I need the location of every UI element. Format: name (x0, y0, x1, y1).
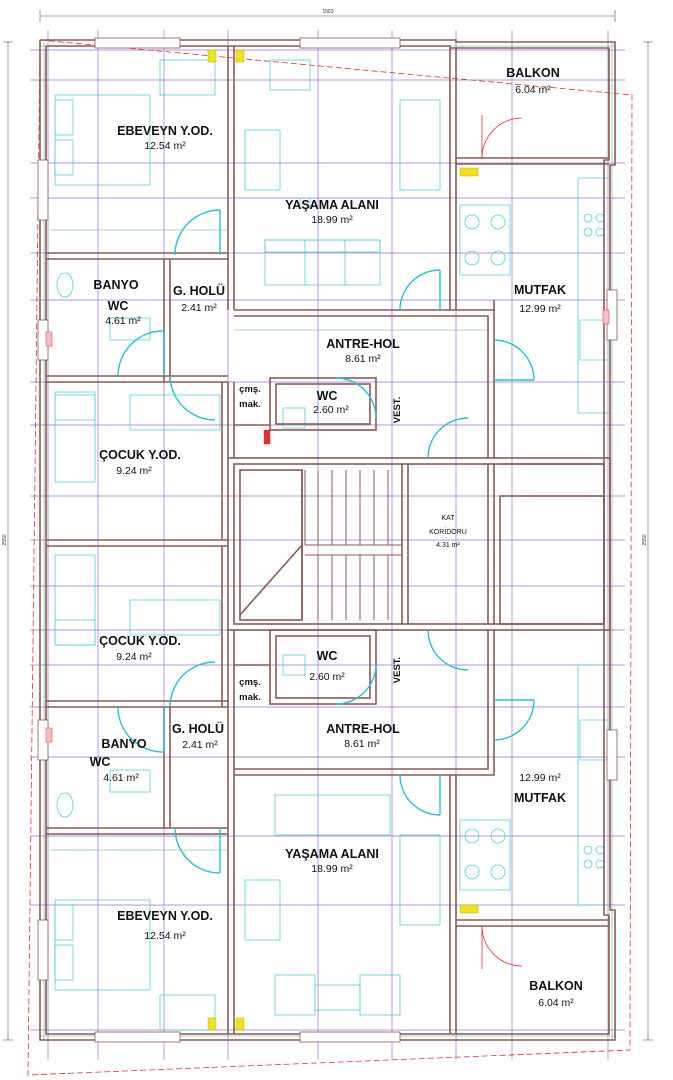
room-mutfak-top: MUTFAK 12.99 m² (514, 283, 566, 315)
balcony-doors (481, 115, 523, 969)
property-boundary (27, 39, 633, 1076)
room-ebeveyn-bottom: EBEVEYN Y.OD. 12.54 m² (117, 909, 213, 942)
room-area: 8.61 m² (344, 738, 380, 750)
room-banyo-bottom: BANYO WC 4.61 m² (90, 737, 147, 784)
room-area: 4.61 m² (103, 772, 139, 784)
top-overall-dimension: 1563 (322, 9, 333, 15)
windows (37, 37, 618, 1043)
room-name: MUTFAK (514, 283, 566, 297)
room-area: 12.99 m² (519, 303, 561, 315)
room-area: 12.54 m² (144, 140, 186, 152)
dimension-lines (40, 42, 615, 1040)
room-area: 6.04 m² (515, 84, 551, 96)
doors (117, 209, 535, 874)
room-line1: çmş. (239, 384, 261, 395)
room-area: 9.24 m² (116, 465, 152, 477)
outer-dimensions (3, 10, 653, 1041)
room-name: ANTRE-HOL (326, 722, 400, 736)
room-ebeveyn-top: EBEVEYN Y.OD. 12.54 m² (117, 124, 213, 152)
room-yasama-bottom: YAŞAMA ALANI 18.99 m² (285, 847, 379, 875)
room-name: ANTRE-HOL (326, 337, 400, 351)
room-mutfak-bottom: 12.99 m² MUTFAK (514, 772, 566, 805)
room-area: 18.99 m² (311, 214, 353, 226)
right-overall-dimension: 2550 (642, 534, 648, 545)
room-name: MUTFAK (514, 791, 566, 805)
left-overall-dimension: 2550 (2, 534, 8, 545)
room-area: 6.04 m² (538, 997, 574, 1009)
room-name: G. HOLÜ (173, 283, 225, 298)
room-name: BANYO (93, 278, 138, 292)
room-area: 9.24 m² (116, 651, 152, 663)
room-cms-bottom: çmş. mak. (239, 677, 261, 703)
room-area: 8.61 m² (345, 353, 381, 365)
room-wc-top: WC 2.60 m² (313, 389, 349, 416)
room-name: YAŞAMA ALANI (285, 847, 379, 861)
room-area: 12.99 m² (519, 772, 561, 784)
room-wc-bottom: WC 2.60 m² (309, 649, 345, 683)
room-vest-bottom: VEST. (392, 657, 403, 683)
room-area: 12.54 m² (144, 930, 186, 942)
window-markers (45, 49, 610, 1031)
room-line2: KORİDORU (429, 527, 467, 536)
room-antre-bottom: ANTRE-HOL 8.61 m² (326, 722, 400, 750)
room-vest-top: VEST. (392, 397, 403, 423)
room-balkon-top: BALKON 6.04 m² (506, 66, 559, 96)
furniture (54, 59, 611, 1031)
room-balkon-bottom: BALKON 6.04 m² (529, 979, 582, 1009)
room-cocuk1: ÇOCUK Y.OD. 9.24 m² (99, 448, 181, 477)
room-name: BANYO (101, 737, 146, 751)
room-name: BALKON (506, 66, 559, 80)
room-area: 2.41 m² (182, 739, 218, 751)
room-name: BALKON (529, 979, 582, 993)
room-line1: çmş. (239, 677, 261, 688)
room-antre-top: ANTRE-HOL 8.61 m² (326, 337, 400, 365)
room-line2: mak. (239, 399, 261, 410)
room-line2: mak. (239, 692, 261, 703)
room-name: WC (317, 649, 338, 663)
room-area: 2.41 m² (181, 302, 217, 314)
room-area: 2.60 m² (313, 404, 349, 416)
room-name: ÇOCUK Y.OD. (99, 448, 181, 462)
room-area: 4.61 m² (105, 315, 141, 327)
room-area: 2.60 m² (309, 671, 345, 683)
room-name: ÇOCUK Y.OD. (99, 634, 181, 648)
room-sub: WC (108, 299, 129, 313)
room-sub: WC (90, 755, 111, 769)
room-name: G. HOLÜ (172, 721, 224, 736)
room-kat-koridoru: KAT KORİDORU 4.31 m² (429, 515, 467, 549)
room-area: 18.99 m² (311, 863, 353, 875)
walls (39, 39, 616, 1041)
room-name: EBEVEYN Y.OD. (117, 909, 213, 923)
room-banyo-top: BANYO WC 4.61 m² (93, 278, 141, 327)
room-cocuk2: ÇOCUK Y.OD. 9.24 m² (99, 634, 181, 663)
room-name: YAŞAMA ALANI (285, 198, 379, 212)
room-cms-top: çmş. mak. (239, 384, 261, 410)
room-gholu-top: G. HOLÜ 2.41 m² (173, 283, 225, 314)
room-area: 4.31 m² (436, 542, 460, 549)
room-yasama-top: YAŞAMA ALANI 18.99 m² (285, 198, 379, 226)
room-name: EBEVEYN Y.OD. (117, 124, 213, 138)
room-gholu-bottom: G. HOLÜ 2.41 m² (172, 721, 224, 751)
room-line1: KAT (441, 515, 455, 522)
room-name: WC (317, 389, 338, 403)
